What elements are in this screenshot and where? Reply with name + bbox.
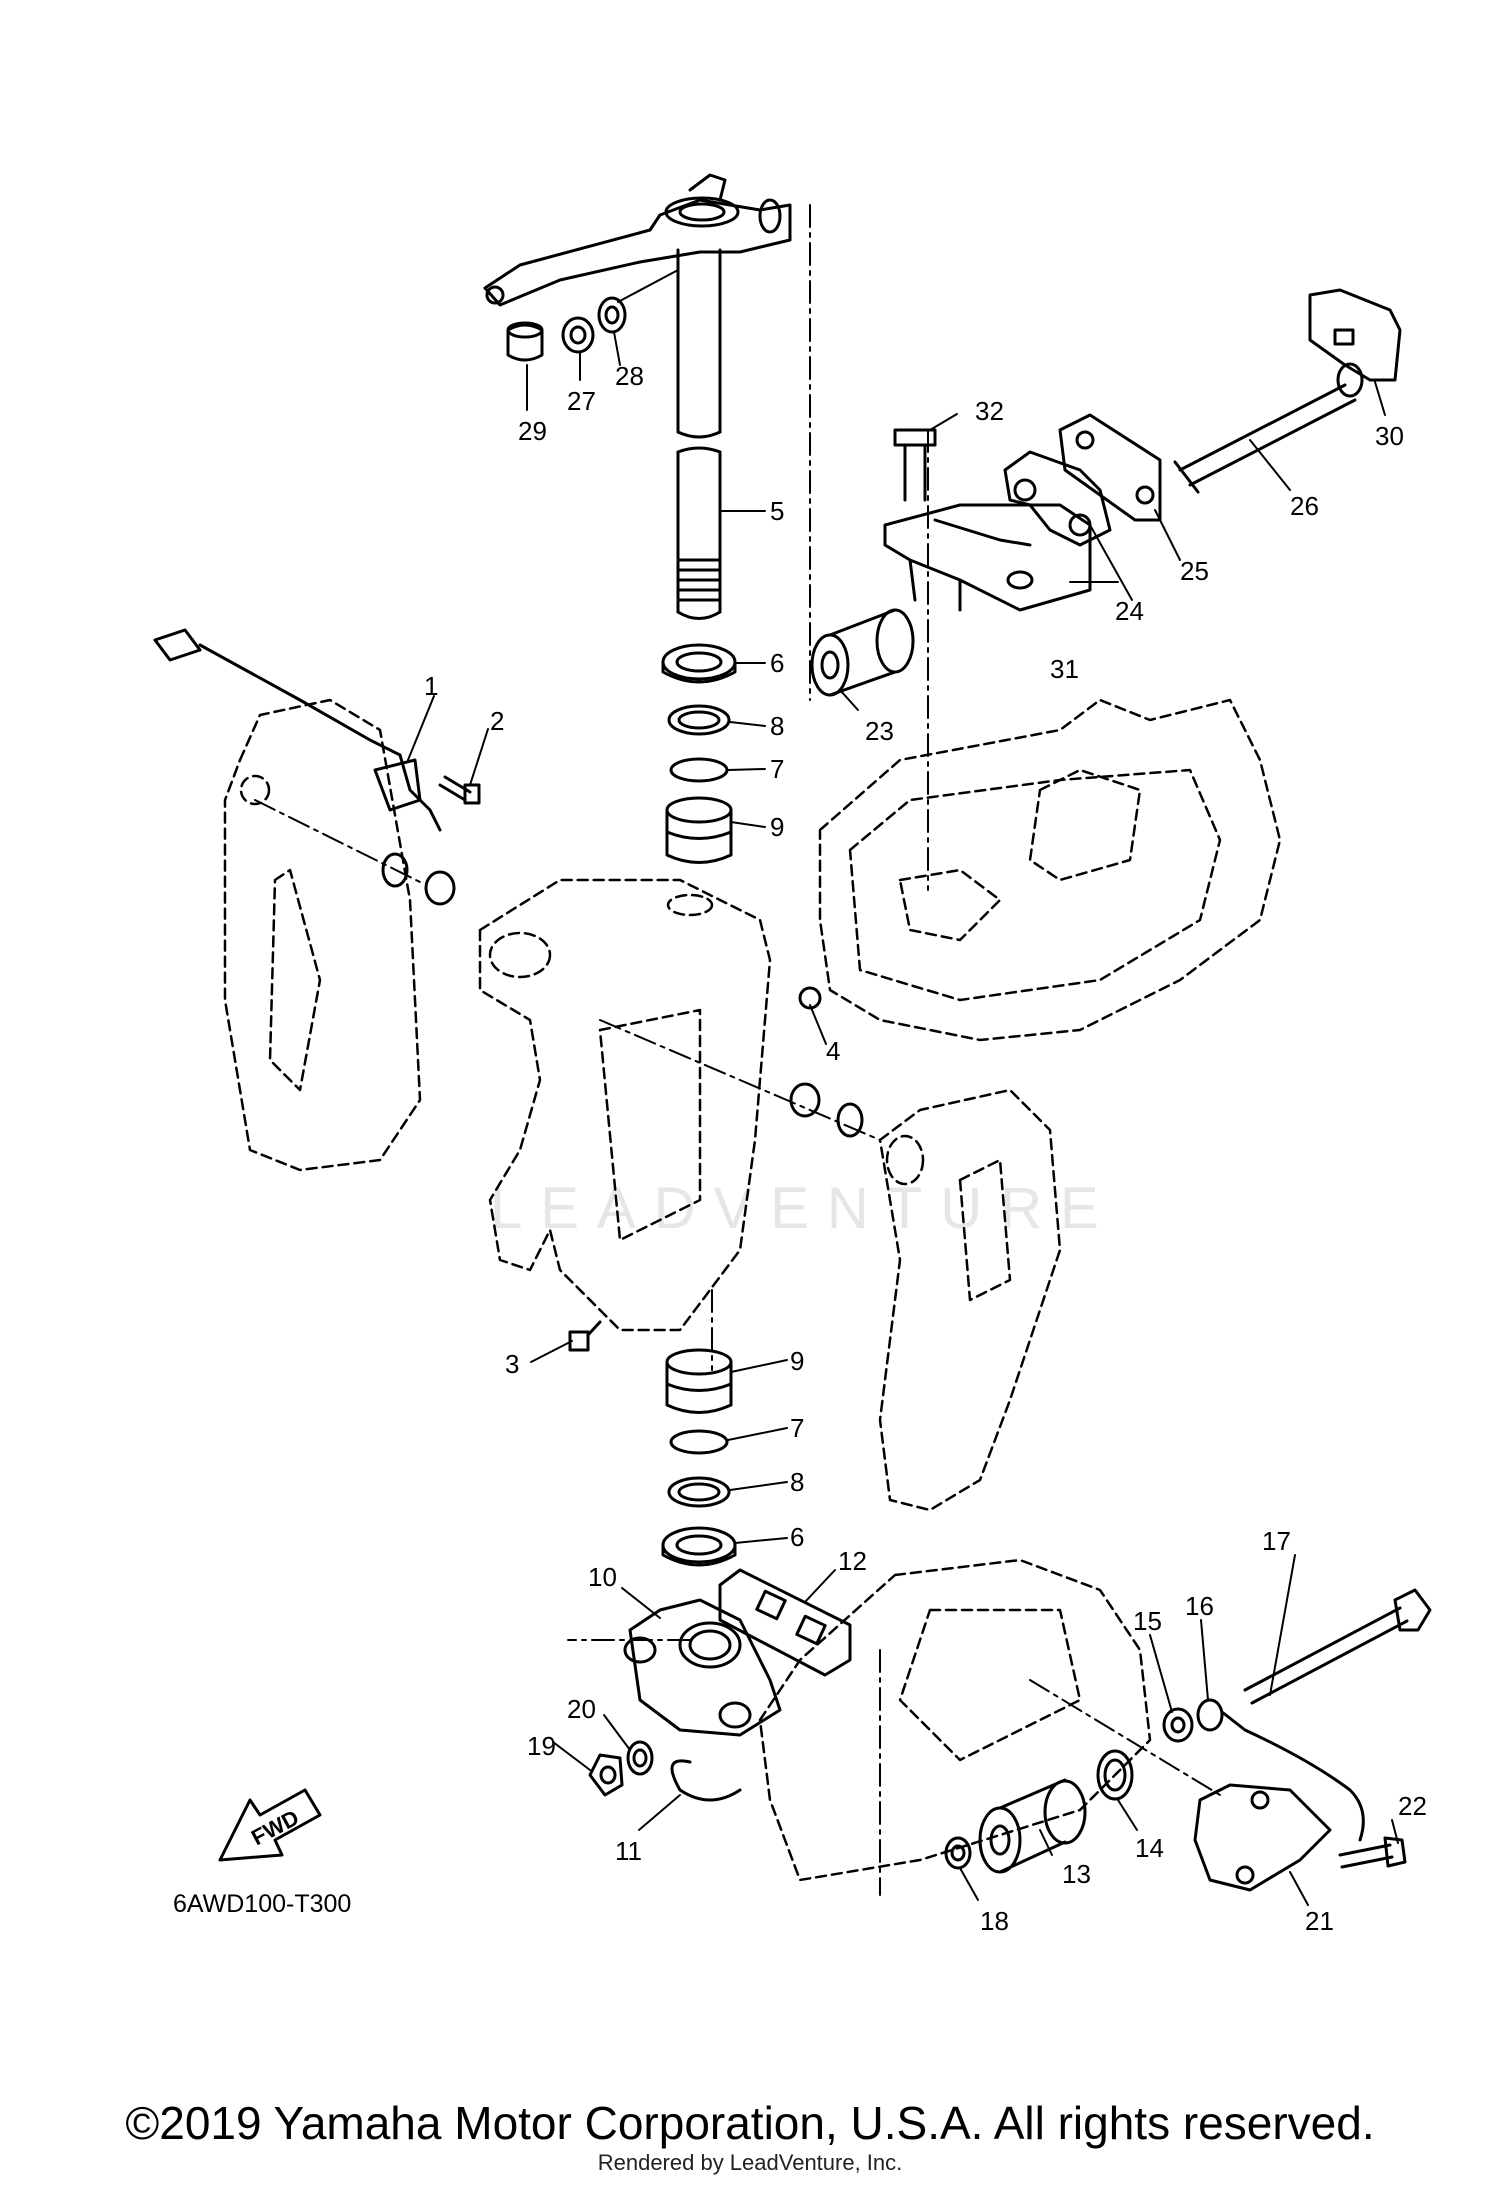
callout-9b: 9: [790, 1346, 804, 1376]
clamp-bracket-right: [878, 1088, 1062, 1512]
swivel-bracket: [478, 878, 772, 1332]
alignment-lines: [254, 204, 1221, 1896]
rendered-by-text: Rendered by LeadVenture, Inc.: [597, 2150, 903, 2175]
callout-6a: 6: [770, 648, 784, 678]
callout-12: 12: [838, 1546, 867, 1576]
bolt-22: [1338, 1836, 1407, 1869]
nut-29: [506, 321, 544, 362]
callout-23: 23: [865, 716, 894, 746]
washer-8-lower: [667, 1476, 731, 1508]
callout-27: 27: [567, 386, 596, 416]
washer-14: [1096, 1749, 1134, 1801]
bushing-9-lower: [665, 1348, 733, 1414]
callout-1: 1: [424, 671, 438, 701]
bushing-9-upper: [665, 796, 733, 864]
callout-10: 10: [588, 1562, 617, 1592]
nut-4: [798, 986, 822, 1010]
callout-11: 11: [615, 1836, 642, 1866]
steering-arm: [483, 173, 792, 307]
trim-sensor-1: [153, 628, 442, 832]
callout-8b: 8: [790, 1467, 804, 1497]
nut-19: [588, 1753, 624, 1797]
rubber-mount-13: [978, 1778, 1087, 1874]
seal-6-lower: [661, 1526, 737, 1567]
callout-8a: 8: [770, 711, 784, 741]
arm-guide-line: [617, 269, 679, 303]
bracket-31: [883, 503, 1092, 612]
terminal-16: [1196, 1698, 1365, 1842]
bracket-10: [623, 1598, 782, 1737]
washer-20: [626, 1740, 654, 1776]
bolt-26: [1173, 362, 1364, 494]
callout-30: 30: [1375, 421, 1404, 451]
leader-lines: [407, 331, 1399, 1906]
collar-left: [381, 852, 456, 906]
plate-12: [718, 1568, 852, 1677]
washer-8-upper: [667, 704, 731, 736]
callout-28: 28: [615, 361, 644, 391]
bolt-32: [893, 428, 937, 502]
callout-6b: 6: [790, 1522, 804, 1552]
steering-shaft: [676, 248, 722, 620]
callout-24: 24: [1115, 596, 1144, 626]
bolt-3: [568, 1320, 602, 1352]
callout-31: 31: [1050, 654, 1079, 684]
callout-21: 21: [1305, 1906, 1334, 1936]
oring-7-lower: [669, 1429, 729, 1455]
lower-case: [758, 1558, 1152, 1882]
callout-26: 26: [1290, 491, 1319, 521]
callout-4: 4: [826, 1036, 840, 1066]
callout-7a: 7: [770, 754, 784, 784]
collar-right: [789, 1082, 864, 1138]
fwd-arrow-icon: FWD: [218, 1788, 322, 1862]
callout-14: 14: [1135, 1833, 1164, 1863]
callout-13: 13: [1062, 1859, 1091, 1889]
callout-20: 20: [567, 1694, 596, 1724]
callout-29: 29: [518, 416, 547, 446]
engine-base: [818, 698, 1282, 1042]
callout-5: 5: [770, 496, 784, 526]
diagram-code: 6AWD100-T300: [173, 1890, 351, 1918]
callout-19: 19: [527, 1731, 556, 1761]
callout-32: 32: [975, 396, 1004, 426]
plate-30: [1308, 288, 1402, 382]
callout-16: 16: [1185, 1591, 1214, 1621]
bolt-17: [1243, 1588, 1432, 1705]
callout-2: 2: [490, 706, 504, 736]
cover-21: [1193, 1783, 1332, 1892]
nut-27: [561, 316, 595, 354]
washer-15: [1162, 1707, 1194, 1743]
callout-3: 3: [505, 1349, 519, 1379]
callout-7b: 7: [790, 1413, 804, 1443]
clamp-bracket-left: [223, 698, 422, 1172]
callout-15: 15: [1133, 1606, 1162, 1636]
rubber-mount-23: [810, 608, 915, 697]
washer-28: [597, 296, 627, 334]
bolt-2: [438, 775, 481, 805]
circlip-11: [670, 1759, 742, 1802]
copyright-text: ©2019 Yamaha Motor Corporation, U.S.A. A…: [125, 2097, 1375, 2149]
oring-7-upper: [669, 757, 729, 783]
callout-18: 18: [980, 1906, 1009, 1936]
callout-9a: 9: [770, 812, 784, 842]
washer-18: [944, 1836, 972, 1870]
seal-6-upper: [661, 643, 737, 684]
callout-22: 22: [1398, 1791, 1427, 1821]
callout-25: 25: [1180, 556, 1209, 586]
watermark: LEADVENTURE: [490, 1176, 1117, 1241]
callout-labels: 1 2 3 4 5 6 6 7 7 8 8 9 9 10 11 12 13 14…: [424, 361, 1427, 1936]
callout-17: 17: [1262, 1526, 1291, 1556]
